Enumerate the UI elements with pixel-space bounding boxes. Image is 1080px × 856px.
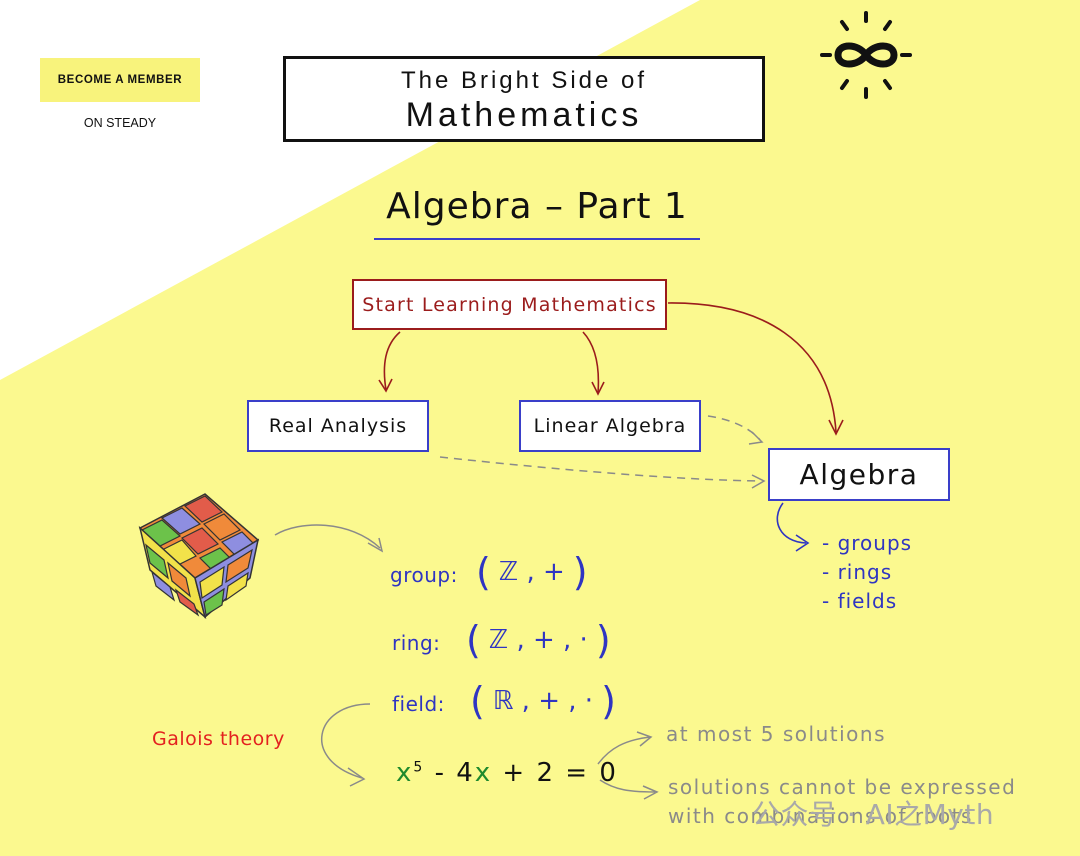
field-content: ℝ , + , · [492, 686, 594, 716]
eq-mid: - 4 [424, 758, 475, 788]
rubiks-cube-icon [138, 493, 260, 620]
arrow-start-to-linear [582, 331, 600, 394]
infinity-sun-icon [820, 11, 912, 99]
field-label: field: [392, 692, 445, 716]
result-not-expressible-line2: with combinations of roots [668, 804, 973, 828]
node-real-analysis: Real Analysis [247, 400, 429, 452]
node-linear-algebra: Linear Algebra [519, 400, 701, 452]
result-at-most-5: at most 5 solutions [666, 722, 886, 746]
page-subtitle: Algebra – Part 1 [386, 186, 688, 227]
list-item-fields: - fields [822, 589, 898, 613]
eq-exponent: 5 [413, 759, 425, 776]
list-item-rings: - rings [822, 560, 893, 584]
group-label: group: [390, 563, 458, 587]
eq-x2: x [474, 758, 493, 788]
arrowhead-real [378, 378, 393, 393]
group-content: ℤ , + [498, 557, 565, 587]
ring-label: ring: [392, 631, 441, 655]
field-definition: ( ℝ , + , · ) [470, 679, 616, 723]
algebra-list-arrow [776, 502, 810, 552]
eq-rest: + 2 = 0 [492, 758, 618, 788]
arrow-start-to-real [383, 331, 401, 391]
quintic-equation: x5 - 4x + 2 = 0 [396, 758, 618, 788]
cube-to-group-arrow [274, 524, 384, 553]
result-not-expressible-line1: solutions cannot be expressed [668, 775, 1017, 799]
node-start-learning: Start Learning Mathematics [352, 279, 667, 330]
node-algebra: Algebra [768, 448, 950, 501]
ring-content: ℤ , + , · [488, 625, 588, 655]
title-line2: Mathematics [405, 96, 643, 134]
field-to-equation-arrow [321, 703, 371, 787]
list-item-groups: - groups [822, 531, 913, 555]
equation-result-arrows [597, 731, 659, 800]
dashed-real-to-algebra [439, 456, 761, 482]
eq-x1: x [396, 758, 414, 788]
galois-theory-label: Galois theory [152, 728, 285, 750]
subtitle-underline [374, 238, 700, 240]
group-definition: ( ℤ , + ) [476, 550, 588, 594]
dashed-arrows [439, 415, 761, 482]
start-arrows [378, 302, 844, 436]
arrowhead-algebra [828, 419, 844, 436]
title-line1: The Bright Side of [400, 67, 648, 94]
ring-definition: ( ℤ , + , · ) [466, 618, 611, 662]
become-member-button[interactable]: BECOME A MEMBER [40, 58, 200, 102]
dashed-arrowheads [748, 431, 766, 489]
arrow-start-to-algebra [667, 302, 837, 433]
title-box: The Bright Side of Mathematics [283, 56, 765, 142]
arrowhead-linear [591, 381, 605, 396]
dashed-linear-to-algebra [707, 415, 761, 441]
on-steady-label: ON STEADY [83, 116, 157, 130]
watermark: 公众号 · AI之Myth [752, 798, 995, 831]
